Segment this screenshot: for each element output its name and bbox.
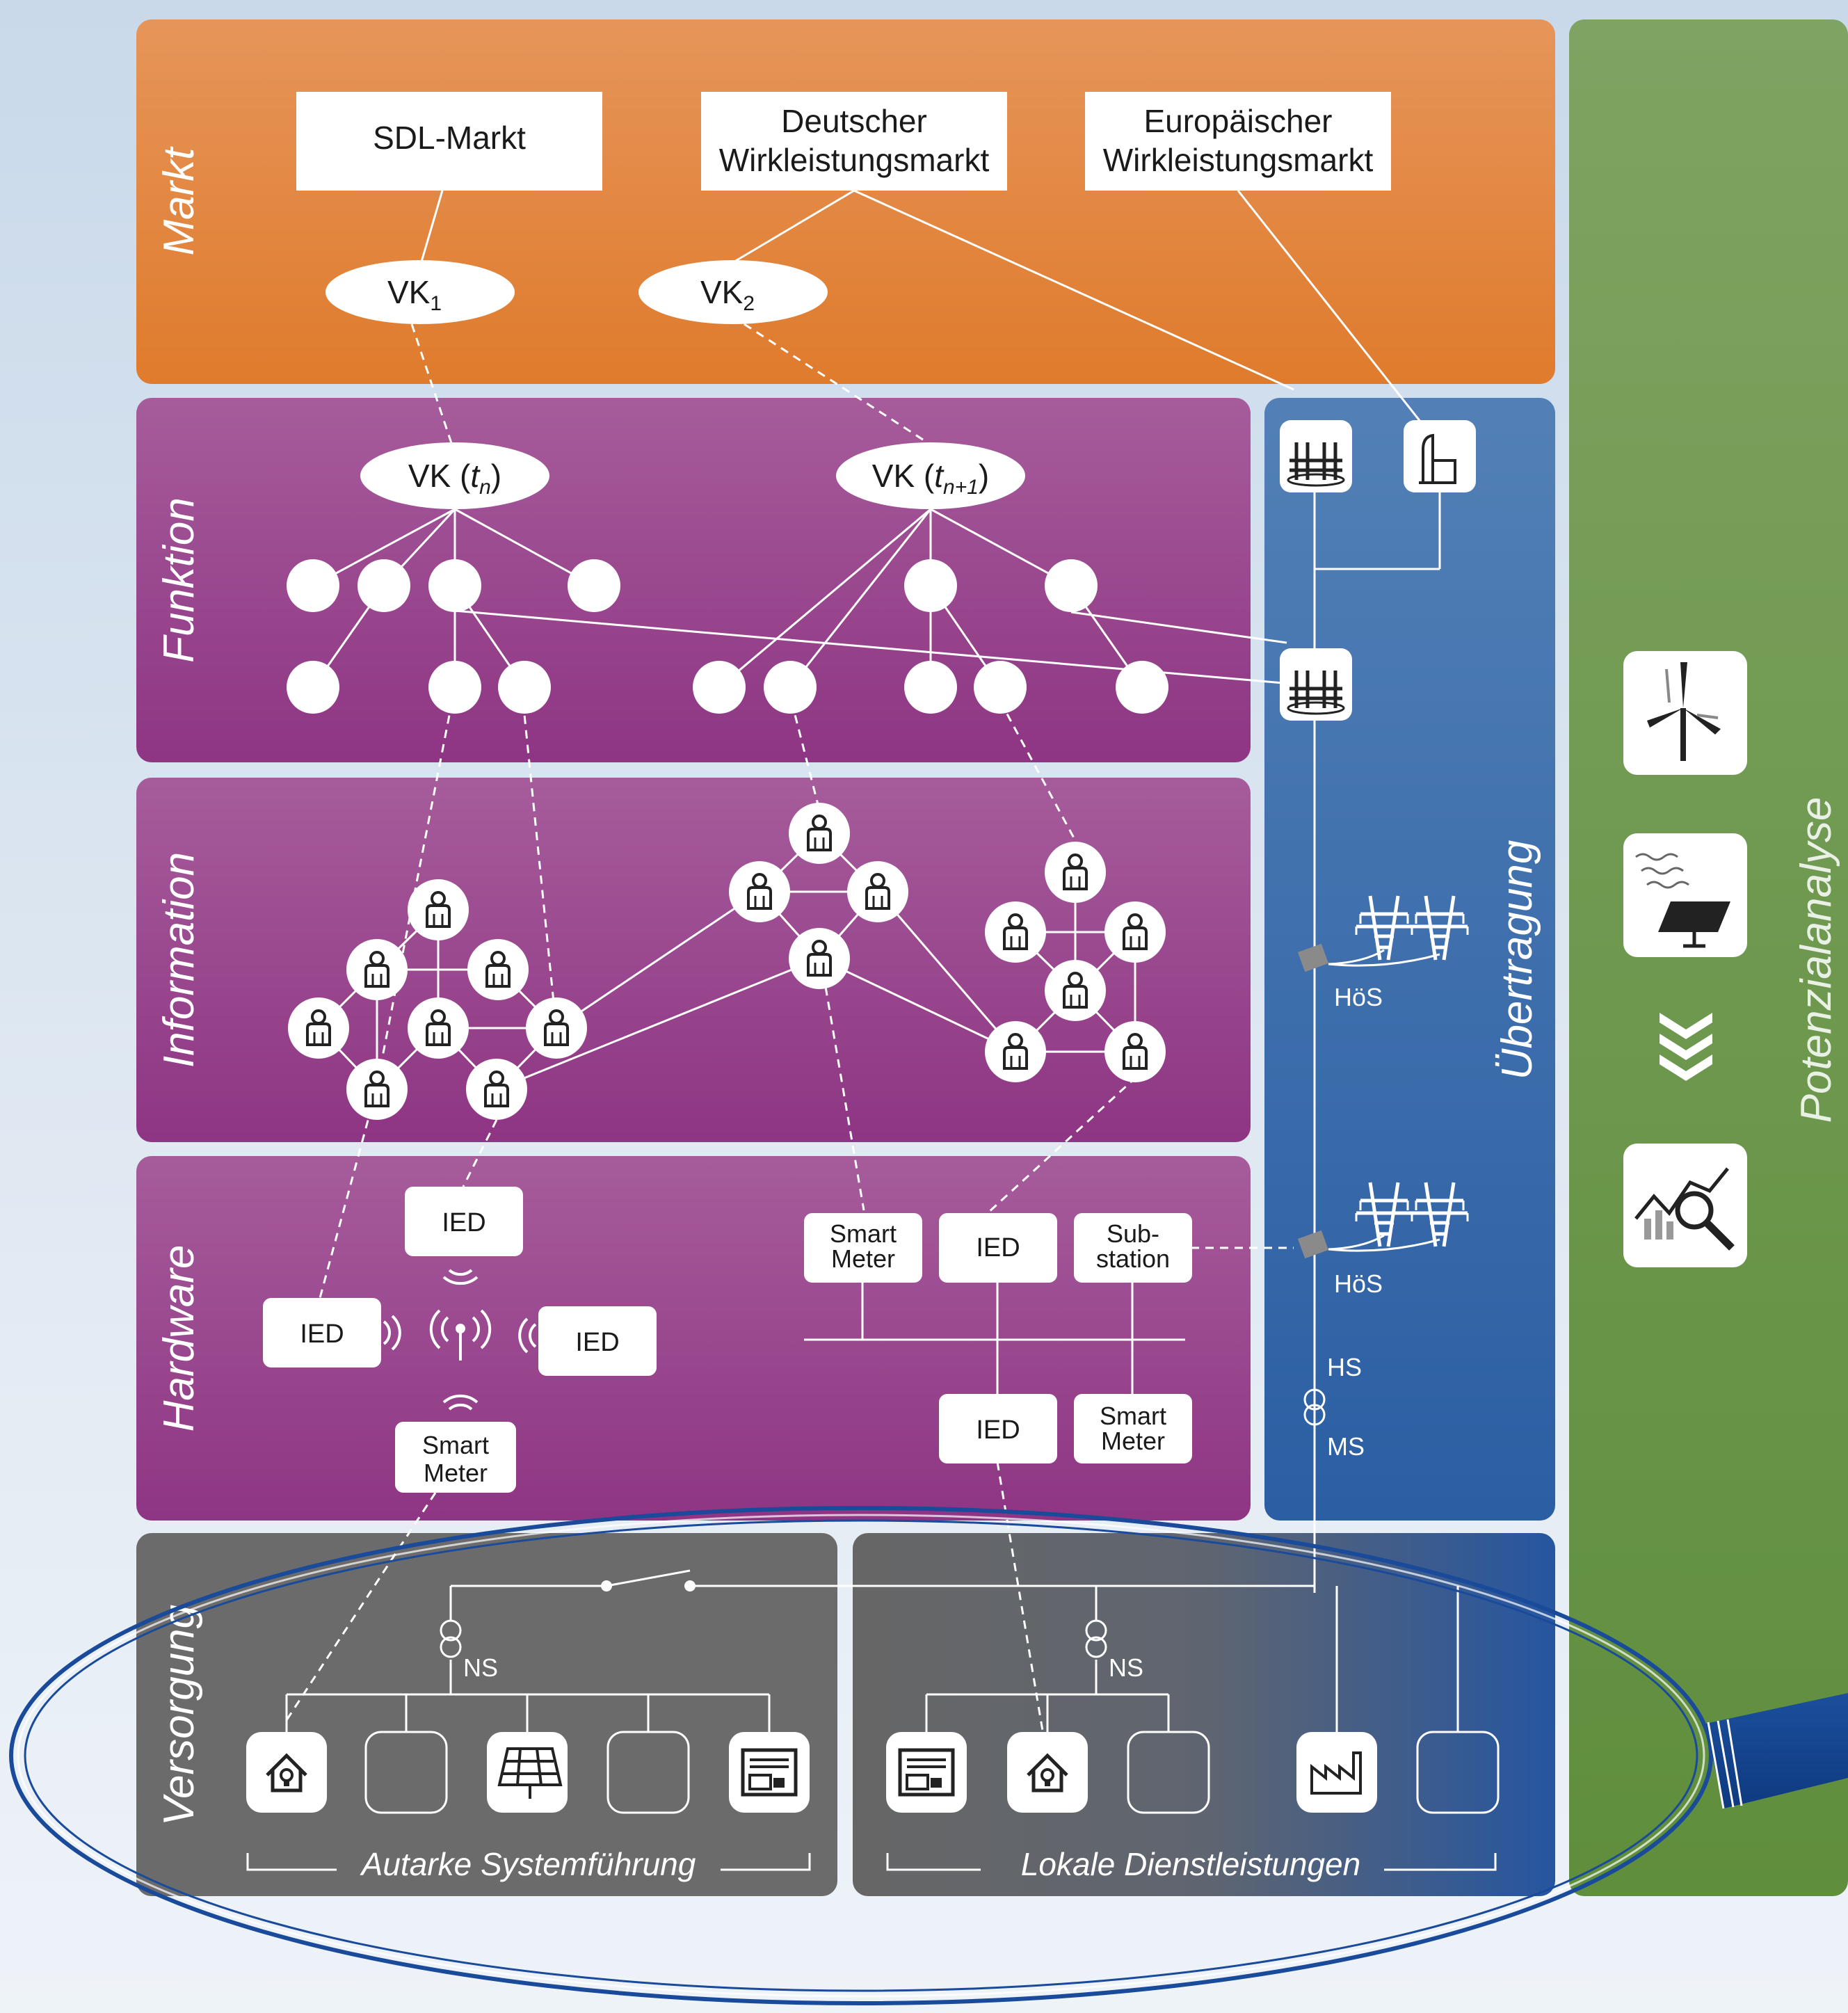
empty-consumer-slot-2 — [606, 1731, 690, 1814]
svg-text:Meter: Meter — [424, 1459, 488, 1487]
empty-consumer-slot-3 — [1127, 1731, 1210, 1814]
svg-text:IED: IED — [976, 1415, 1020, 1445]
title-potenzialanalyse: Potenzialanalyse — [1792, 797, 1840, 1123]
potenzialanalyse-layer — [1569, 19, 1848, 1896]
information-layer — [136, 778, 1251, 1142]
title-hardware: Hardware — [155, 1245, 203, 1432]
wind-turbine-icon — [1623, 651, 1747, 775]
transmission-tower-icon-2 — [1297, 1182, 1468, 1259]
label-lokale-dienstleistungen: Lokale Dienstleistungen — [1021, 1846, 1360, 1882]
title-versorgung: Versorgung — [155, 1605, 203, 1826]
title-uebertragung: Übertragung — [1493, 840, 1541, 1080]
svg-text:IED: IED — [976, 1233, 1020, 1262]
ied-left: IED — [263, 1298, 381, 1368]
ied-bottom: IED — [939, 1394, 1057, 1463]
svg-text:Wirkleistungsmarkt: Wirkleistungsmarkt — [1103, 142, 1374, 178]
svg-text:VK (tn): VK (tn) — [408, 458, 501, 499]
magnifier-lens-overlay — [9, 1506, 1713, 2005]
smart-meter-mid: Smart Meter — [804, 1213, 922, 1283]
svg-text:Smart: Smart — [422, 1431, 489, 1459]
svg-text:Meter: Meter — [831, 1244, 895, 1273]
smart-meter-left: Smart Meter — [395, 1422, 516, 1493]
transformer-ns-left-icon — [440, 1619, 462, 1658]
label-hoes-2: HöS — [1334, 1269, 1383, 1298]
funktion-nodes — [287, 559, 1168, 714]
versorgung-right-layer — [853, 1533, 1555, 1896]
transmission-tower-icon-1 — [1297, 896, 1468, 972]
smart-meter-bottom: Smart Meter — [1074, 1394, 1192, 1463]
svg-text:IED: IED — [442, 1208, 485, 1237]
wireless-antenna-icon — [383, 1269, 537, 1411]
empty-consumer-slot-1 — [364, 1731, 448, 1814]
label-hs: HS — [1327, 1353, 1362, 1381]
cross-layer-dashed-links — [284, 323, 1294, 1735]
market-europaeischer: Europäischer Wirkleistungsmarkt — [1085, 92, 1391, 191]
title-markt: Markt — [155, 146, 203, 256]
title-information: Information — [155, 852, 203, 1068]
label-ms: MS — [1327, 1432, 1365, 1461]
vk1-ellipse: VK1 — [326, 260, 515, 324]
vk-tn-ellipse: VK (tn) — [360, 442, 549, 509]
analysis-magnifier-icon — [1623, 1144, 1747, 1267]
svg-text:SDL-Markt: SDL-Markt — [373, 120, 526, 156]
svg-text:IED: IED — [300, 1320, 344, 1349]
transformer-hs-ms-icon — [1303, 1388, 1326, 1426]
markt-connectors — [420, 189, 1427, 429]
markt-layer — [136, 19, 1555, 384]
empty-consumer-slot-4 — [1416, 1731, 1500, 1814]
label-autarke-systemfuehrung: Autarke Systemführung — [360, 1846, 696, 1882]
svg-text:VK (tn+1): VK (tn+1) — [872, 458, 989, 499]
distribution-lines — [246, 1516, 1497, 1871]
svg-text:Sub-: Sub- — [1107, 1219, 1159, 1248]
ied-mid: IED — [939, 1213, 1057, 1283]
transformer-ns-right-icon — [1085, 1619, 1107, 1658]
magnifier-handle — [1705, 1693, 1848, 1809]
svg-text:Wirkleistungsmarkt: Wirkleistungsmarkt — [719, 142, 990, 178]
house-icon-left — [246, 1732, 327, 1813]
house-icon-right — [1007, 1732, 1088, 1813]
market-sdl: SDL-Markt — [296, 92, 602, 191]
svg-text:IED: IED — [575, 1328, 619, 1357]
factory-plant-icon — [1404, 420, 1476, 492]
label-ns-right: NS — [1109, 1653, 1143, 1682]
svg-text:VK1: VK1 — [387, 274, 442, 315]
label-hoes-1: HöS — [1334, 983, 1383, 1011]
power-plant-icon-1 — [1280, 420, 1352, 492]
generator-icon-left — [729, 1732, 810, 1813]
svg-text:station: station — [1096, 1244, 1170, 1273]
svg-text:Europäischer: Europäischer — [1143, 103, 1332, 139]
ied-top: IED — [405, 1187, 523, 1256]
solar-panel-consumer-icon — [487, 1732, 568, 1813]
ied-right: IED — [538, 1306, 657, 1376]
substation-box: Sub- station — [1074, 1213, 1192, 1283]
factory-icon — [1296, 1732, 1377, 1813]
vk-tn1-ellipse: VK (tn+1) — [836, 442, 1025, 509]
generator-icon-right — [886, 1732, 967, 1813]
market-deutscher: Deutscher Wirkleistungsmarkt — [701, 92, 1007, 191]
svg-text:Meter: Meter — [1101, 1427, 1165, 1455]
svg-text:Deutscher: Deutscher — [781, 103, 927, 139]
svg-text:Smart: Smart — [1100, 1402, 1166, 1430]
hardware-bus — [804, 1283, 1185, 1394]
svg-text:Smart: Smart — [830, 1219, 897, 1248]
switch-contact-left — [601, 1580, 612, 1591]
vk2-ellipse: VK2 — [638, 260, 828, 324]
svg-text:VK2: VK2 — [700, 274, 755, 315]
title-funktion: Funktion — [155, 497, 203, 663]
chevron-down-icon — [1660, 1013, 1712, 1081]
power-plant-icon-2 — [1280, 648, 1352, 721]
switch-contact-right — [684, 1580, 696, 1591]
label-ns-left: NS — [463, 1653, 498, 1682]
solar-panel-icon — [1623, 833, 1747, 957]
